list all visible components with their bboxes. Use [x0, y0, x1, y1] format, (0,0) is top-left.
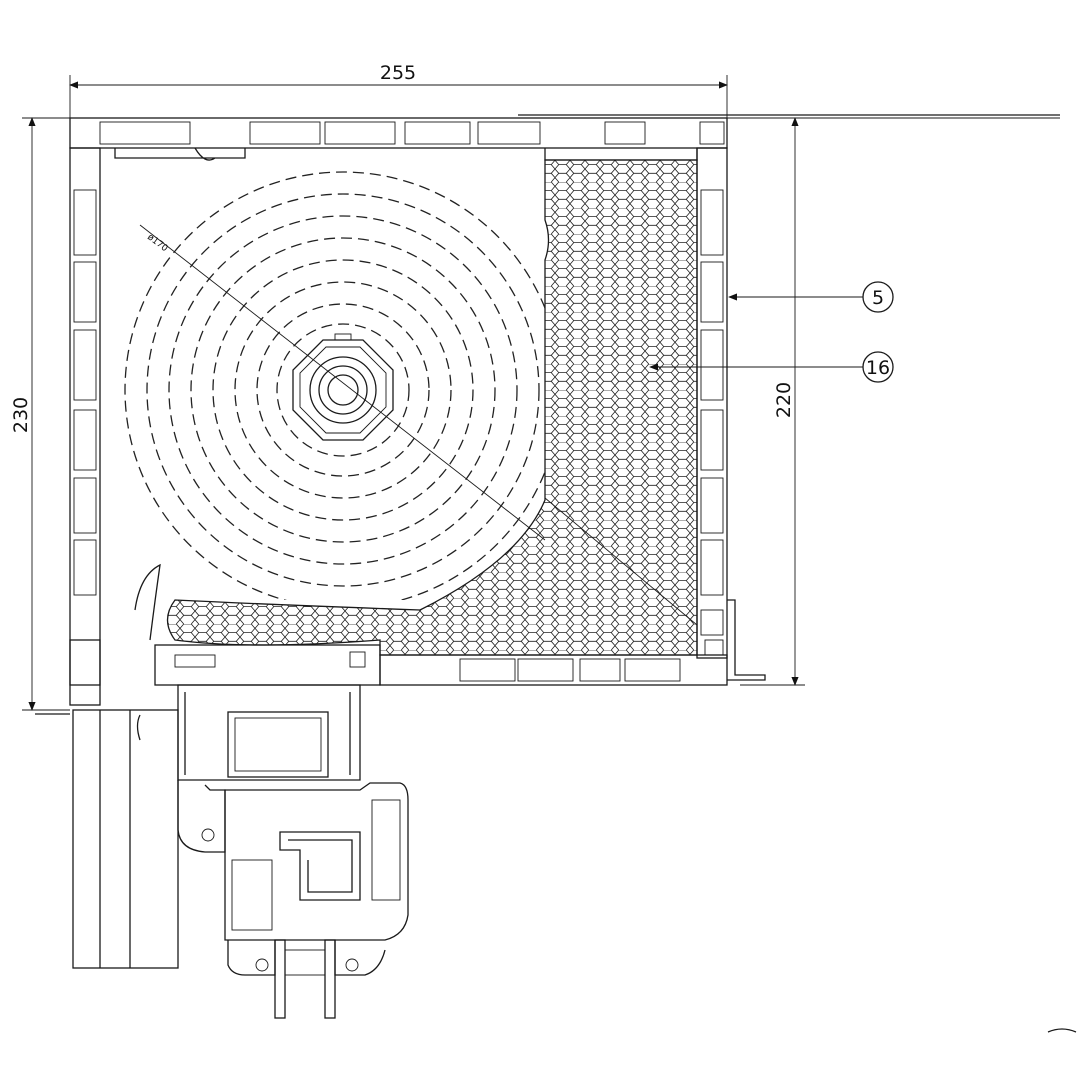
bottom-rail — [154, 644, 728, 686]
insulation-hatch — [166, 159, 698, 656]
diameter-line — [139, 224, 546, 541]
dimension-width-label: 255 — [380, 62, 416, 84]
glazing-panes — [274, 939, 336, 1019]
roll-diameter-label: ø170 — [145, 232, 169, 254]
dimension-height-left: 230 — [10, 117, 70, 711]
window-sash-profile — [224, 782, 409, 976]
dimension-height-right-label: 220 — [773, 382, 795, 418]
dimension-height-left-label: 230 — [10, 397, 32, 433]
callout-16: 16 — [649, 351, 894, 383]
guide-line — [544, 497, 698, 626]
corner-mark — [1047, 1028, 1077, 1033]
callout-5: 5 — [728, 281, 894, 313]
shutter-roll-layers — [124, 171, 545, 600]
dimension-height-right: 220 — [727, 117, 805, 686]
callout-5-label: 5 — [872, 287, 884, 309]
left-guide-rails — [35, 563, 179, 969]
octagonal-shaft — [292, 333, 394, 441]
dimension-width: 255 — [69, 62, 728, 118]
window-frame-profile — [177, 684, 361, 853]
callout-16-label: 16 — [866, 357, 890, 379]
